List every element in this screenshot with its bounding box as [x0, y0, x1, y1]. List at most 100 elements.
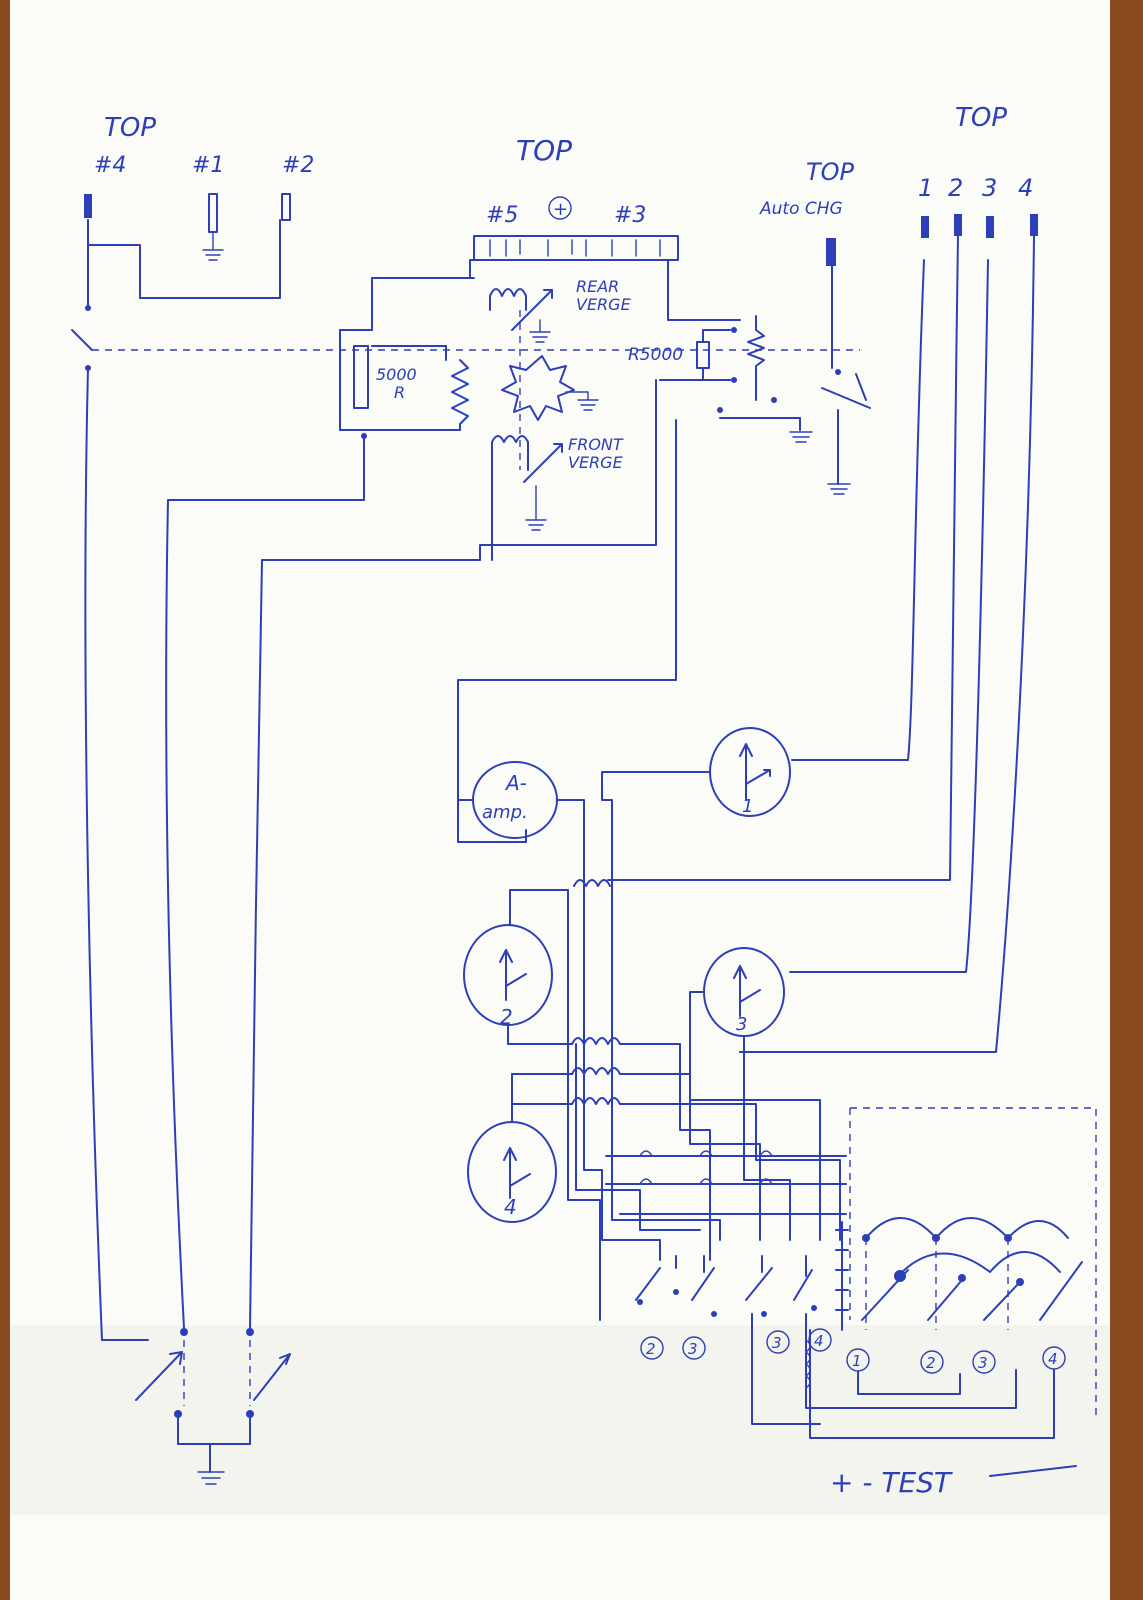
- label-jack-1: #1: [192, 153, 224, 178]
- bottom-switch-link-dashed: [183, 1340, 251, 1406]
- wire-amp-bottom: [457, 799, 527, 843]
- jack-right-4-icon: [1030, 214, 1038, 236]
- meter-4-needle-icon: [503, 1147, 531, 1199]
- label-sw-3b: 3: [772, 1334, 782, 1352]
- wire-pot-down: [165, 435, 365, 1329]
- ground-jack-1-icon: [202, 231, 224, 261]
- label-sw-3: 3: [688, 1340, 698, 1358]
- wire-bundle-a: [575, 1043, 701, 1231]
- test-box-dashed: [849, 1107, 1097, 1420]
- wire-block-down: [249, 559, 481, 1329]
- jack-4-icon: [84, 194, 92, 218]
- label-meter-2: 2: [500, 1005, 513, 1029]
- wire-cross-1: [605, 1155, 847, 1215]
- jack-right-2-icon: [954, 214, 962, 236]
- switch-auto-dot-top: [835, 369, 841, 375]
- label-top-right: TOP: [955, 103, 1007, 133]
- wire-meter1-left: [601, 771, 721, 1241]
- label-top-left: TOP: [104, 113, 156, 143]
- switch-label-2b-circle: [920, 1350, 944, 1374]
- front-verge-arrow-icon: [523, 443, 563, 483]
- wire-middle-to-right: [479, 379, 731, 561]
- label-pot-5000: 5000: [376, 365, 417, 384]
- test-lead-line: [989, 1465, 1077, 1477]
- meter-2-needle-icon: [499, 949, 527, 1001]
- resistor-zigzag-icon: [451, 359, 469, 431]
- label-jack-2: #2: [282, 153, 314, 178]
- wire-meter3-to-switch: [689, 991, 761, 1241]
- wire-bottom-ground: [177, 1413, 251, 1473]
- selector-star-icon: [501, 355, 575, 421]
- wire-amp-left: [457, 419, 677, 801]
- wire-block-right: [667, 259, 741, 321]
- coil-1-icon: [573, 879, 611, 887]
- wire-meter2-bottom: [507, 1024, 573, 1045]
- bottom-switch-blade-left-icon: [135, 1351, 183, 1401]
- switch-r-dot-3: [717, 407, 723, 413]
- switch-shaft-chain-icon: [835, 1221, 849, 1331]
- switch-label-3b-circle: [766, 1330, 790, 1354]
- label-meter-3: 3: [736, 1014, 747, 1035]
- label-sw-4b: 4: [1048, 1350, 1058, 1368]
- wire-block-to-pots: [339, 277, 475, 431]
- wire-right-2: [607, 235, 959, 881]
- jack-right-1-icon: [921, 216, 929, 238]
- plus-circle-icon: [548, 196, 572, 220]
- resistor-right-zigzag-icon: [747, 315, 765, 401]
- label-auto-chg: Auto CHG: [759, 199, 843, 219]
- label-plus: +: [553, 199, 568, 220]
- label-jack-3: #3: [614, 203, 646, 228]
- rear-verge-arrow-icon: [511, 289, 553, 331]
- wire-right-1: [791, 259, 925, 761]
- label-pot-r: R: [394, 383, 405, 402]
- label-right-4: 4: [1018, 174, 1033, 202]
- label-rear-verge-1: REAR: [576, 277, 619, 296]
- wire-bottom-return: [751, 1313, 1055, 1439]
- rear-verge-coil-icon: [489, 288, 527, 311]
- label-front-verge-2: VERGE: [568, 453, 624, 472]
- label-meter-4: 4: [504, 1195, 517, 1219]
- ground-switch-right-icon: [789, 431, 813, 443]
- label-sw-4: 4: [814, 1332, 824, 1350]
- ground-bottom-left-icon: [197, 1471, 225, 1485]
- ground-rear-verge-icon: [529, 319, 551, 343]
- ground-front-verge-icon: [525, 485, 547, 531]
- wire-right-3: [789, 259, 989, 973]
- label-right-3: 3: [982, 174, 997, 202]
- wire-meter4-top: [511, 1073, 573, 1123]
- bottom-switch-dot-1: [180, 1328, 188, 1336]
- switch-r-dot-4: [771, 397, 777, 403]
- meter-1-needle-icon: [739, 743, 771, 801]
- paper-watermark-band: [10, 1325, 1110, 1515]
- label-meter-1: 1: [742, 796, 753, 817]
- switch-bank-left: [635, 1255, 817, 1317]
- switch-label-3-circle: [682, 1336, 706, 1360]
- switch-left-blade-icon: [71, 329, 93, 351]
- jack-right-3-icon: [986, 216, 994, 238]
- label-test: + - TEST: [830, 1466, 953, 1499]
- ground-selector-icon: [565, 391, 599, 411]
- label-top-auto: TOP: [806, 158, 855, 186]
- bottom-switch-blade-right-icon: [253, 1353, 291, 1401]
- wire-left-long-down: [84, 367, 149, 1341]
- switch-left-pivot-top: [85, 305, 91, 311]
- pot-5000-body: [353, 345, 369, 409]
- wire-meter3-down: [743, 1035, 791, 1241]
- pot-5000-wiper-icon: [371, 345, 447, 361]
- label-sw-1: 1: [852, 1352, 862, 1370]
- label-jack-5: #5: [486, 203, 518, 228]
- jack-2-icon: [281, 193, 291, 221]
- label-r5000: R5000: [628, 345, 683, 365]
- label-amp-1: A-: [504, 771, 527, 795]
- switch-bank-right: [861, 1217, 1083, 1330]
- label-jack-4: #4: [94, 153, 126, 178]
- wire-bundle-b: [619, 1043, 711, 1261]
- switch-r-dot-1: [731, 327, 737, 333]
- jack-auto-chg-icon: [826, 238, 836, 266]
- wire-jack4-jack2-loop: [87, 219, 281, 299]
- label-sw-2b: 2: [926, 1354, 936, 1372]
- label-right-1: 1: [918, 174, 933, 202]
- label-right-2: 2: [948, 174, 963, 202]
- bottom-switch-dot-2: [246, 1328, 254, 1336]
